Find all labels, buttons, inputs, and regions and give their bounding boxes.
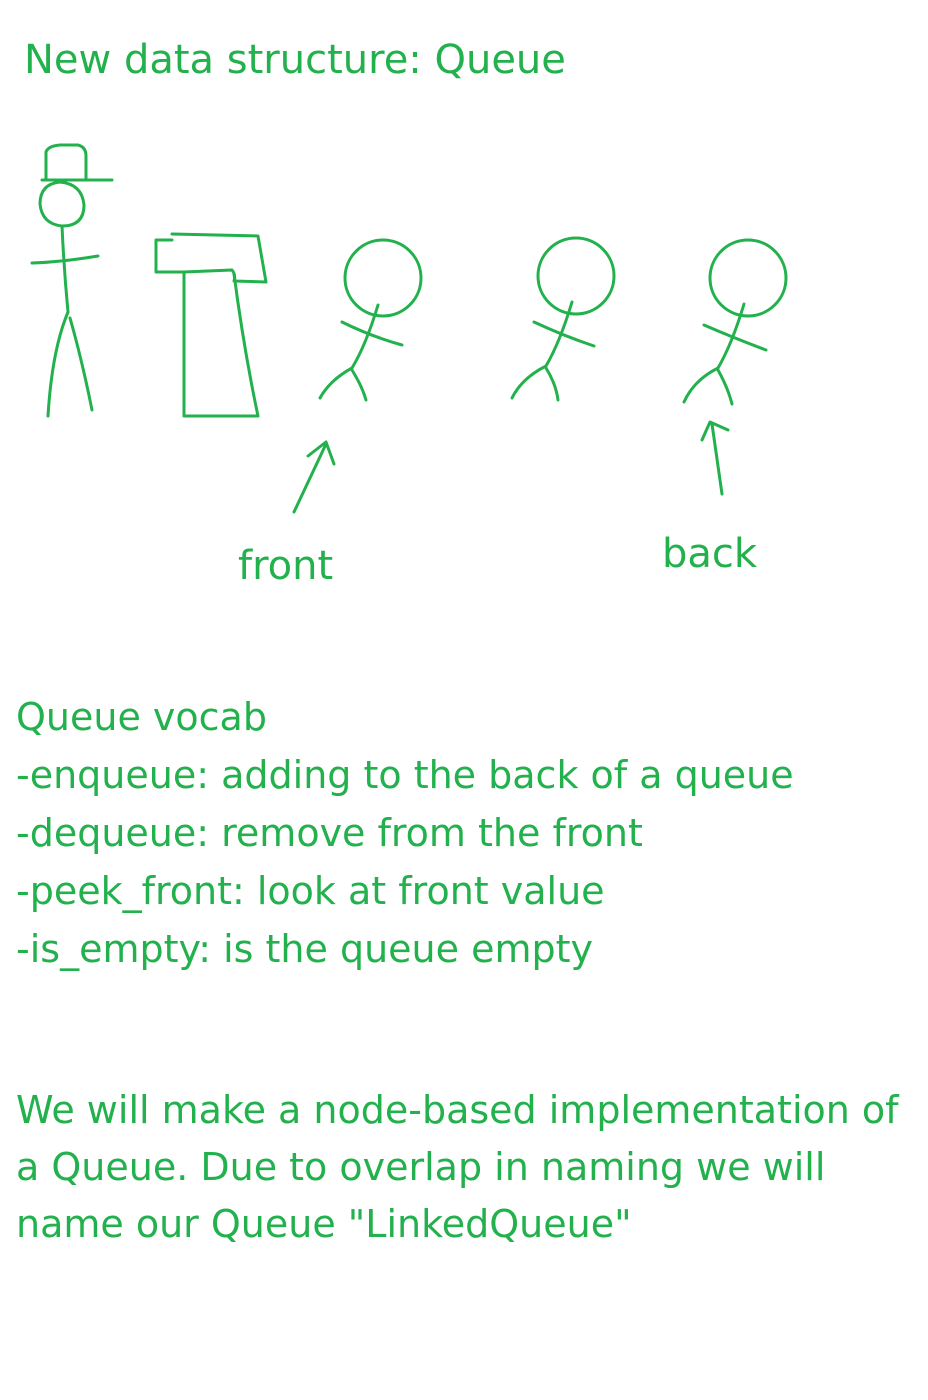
- queue-sketch: [30, 143, 788, 514]
- vocab-section: Queue vocab -enqueue: adding to the back…: [16, 696, 794, 986]
- vocab-item-peek-front: -peek_front: look at front value: [16, 869, 605, 913]
- counter-top: [154, 232, 268, 284]
- back-person-head: [708, 238, 788, 318]
- vocab-item-enqueue: -enqueue: adding to the back of a queue: [16, 753, 794, 797]
- back-label: back: [662, 531, 758, 577]
- middle-person-arms: [532, 320, 596, 348]
- paragraph-line: a Queue. Due to overlap in naming we wil…: [16, 1145, 826, 1189]
- back-person-legs: [682, 366, 734, 406]
- vocab-item-dequeue: -dequeue: remove from the front: [16, 811, 643, 855]
- front-person-arms: [340, 320, 404, 347]
- middle-person-body: [544, 300, 574, 368]
- clerk-arms: [30, 254, 100, 265]
- paragraph-line: name our Queue "LinkedQueue": [16, 1202, 632, 1246]
- vocab-item-is-empty: -is_empty: is the queue empty: [16, 927, 593, 971]
- front-arrow-icon: [292, 440, 336, 514]
- middle-person-legs: [510, 364, 560, 402]
- front-person-figure: [318, 238, 423, 402]
- clerk-figure: [30, 143, 114, 418]
- middle-person-head: [536, 236, 616, 316]
- back-arrow-icon: [700, 420, 730, 496]
- back-person-arms: [702, 323, 768, 352]
- front-person-body: [350, 303, 380, 370]
- clerk-head: [38, 180, 86, 228]
- implementation-note: We will make a node-based implementation…: [16, 1082, 921, 1253]
- paragraph-line: We will make a node-based implementation…: [16, 1088, 899, 1132]
- front-person-head: [343, 238, 423, 318]
- page-title: New data structure: Queue: [24, 37, 566, 83]
- back-person-body: [716, 302, 746, 370]
- counter-figure: [154, 232, 268, 418]
- clerk-legs: [46, 310, 94, 418]
- front-label: front: [238, 543, 334, 589]
- back-person-figure: [682, 238, 788, 406]
- vocab-heading: Queue vocab: [16, 695, 267, 739]
- front-person-legs: [318, 366, 368, 402]
- hat-icon: [40, 143, 114, 182]
- middle-person-figure: [510, 236, 616, 402]
- counter-post: [182, 270, 260, 418]
- clerk-body: [60, 224, 70, 314]
